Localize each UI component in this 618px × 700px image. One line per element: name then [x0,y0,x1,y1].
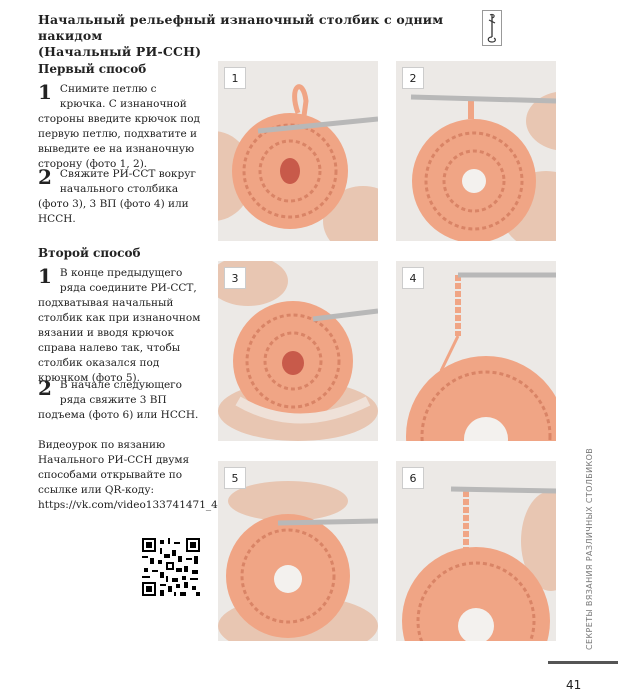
qr-code-icon[interactable] [142,538,200,596]
photo-1: 1 [218,61,378,241]
step-number: 1 [38,264,52,288]
page-number: 41 [566,678,582,692]
method1-step2: 2 Свяжите РИ-ССТ вокруг начального столб… [38,167,203,227]
step-number: 1 [38,80,52,104]
method1-step1: 1 Снимите петлю с крючка. С изнаночной с… [38,82,203,172]
sidebar-running-title: СЕКРЕТЫ ВЯЗАНИЯ РАЗЛИЧНЫХ СТОЛБИКОВ [585,440,597,650]
page-title: Начальный рельефный изнаночный столбик с… [38,12,468,60]
step-text: Свяжите РИ-ССТ вокруг начального столбик… [38,168,196,225]
photo-number: 4 [402,267,424,289]
photo-6: 6 [396,461,556,641]
photo-number: 3 [224,267,246,289]
title-line-1: Начальный рельефный изнаночный столбик с… [38,12,444,43]
step-text: Снимите петлю с крючка. С изнаночной сто… [38,83,200,170]
crochet-stitch-symbol-icon [482,10,502,46]
video-note: Видеоурок по вязанию Начального РИ-ССН д… [38,439,272,511]
photo-2: 2 [396,61,556,241]
step-text: В конце предыдущего ряда соедините РИ-СС… [38,267,201,384]
photo-number: 6 [402,467,424,489]
photo-number: 5 [224,467,246,489]
photo-number: 1 [224,67,246,89]
photo-4: 4 [396,261,556,441]
step-text: В начале следующего ряда свяжите 3 ВП по… [38,379,199,421]
method2-heading: Второй способ [38,246,141,260]
photo-3: 3 [218,261,378,441]
title-line-2: (Начальный РИ-ССН) [38,44,202,59]
step-number: 2 [38,376,52,400]
method1-heading: Первый способ [38,62,147,76]
photo-5: 5 [218,461,378,641]
method2-step2: 2 В начале следующего ряда свяжите 3 ВП … [38,378,203,423]
step-number: 2 [38,165,52,189]
photo-number: 2 [402,67,424,89]
sidebar-text: СЕКРЕТЫ ВЯЗАНИЯ РАЗЛИЧНЫХ СТОЛБИКОВ [585,447,594,650]
method2-step1: 1 В конце предыдущего ряда соедините РИ-… [38,266,203,386]
page-number-bar [548,661,618,664]
